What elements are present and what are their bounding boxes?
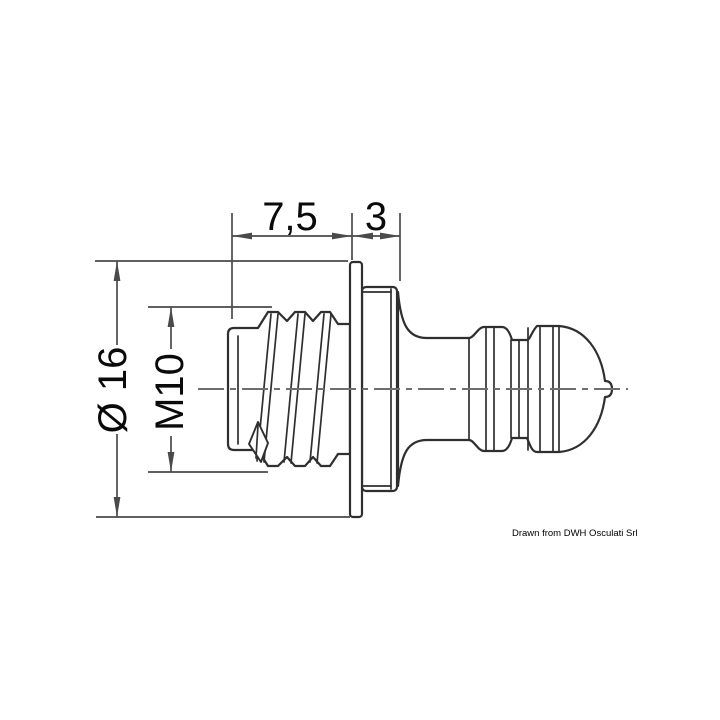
thread-runout-teardrop [248,421,269,463]
dim-arrow-left [232,232,252,240]
dim-arrow-right [332,232,352,240]
dim-arrow-down [167,452,175,472]
dim-label-thread-size: M10 [148,353,192,431]
credit-text: Drawn from DWH Osculati Srl [512,528,638,539]
dim-arrow-up [113,261,121,281]
dimensions: 7,5 3 Ø 16 M10 [91,195,401,518]
dim-arrow-left [353,232,373,240]
thread-flank-line [283,313,299,463]
dim-arrow-down [113,497,121,517]
dim-label-head-length: 3 [365,195,387,239]
dim-arrow-right [380,232,400,240]
dim-label-thread-length: 7,5 [262,195,318,239]
thread-runout-inner-line [255,424,259,459]
thread-flank-line [309,313,325,463]
part-geometry [198,260,628,519]
dim-label-flange-diameter: Ø 16 [91,347,135,434]
dim-arrow-up [167,307,175,327]
